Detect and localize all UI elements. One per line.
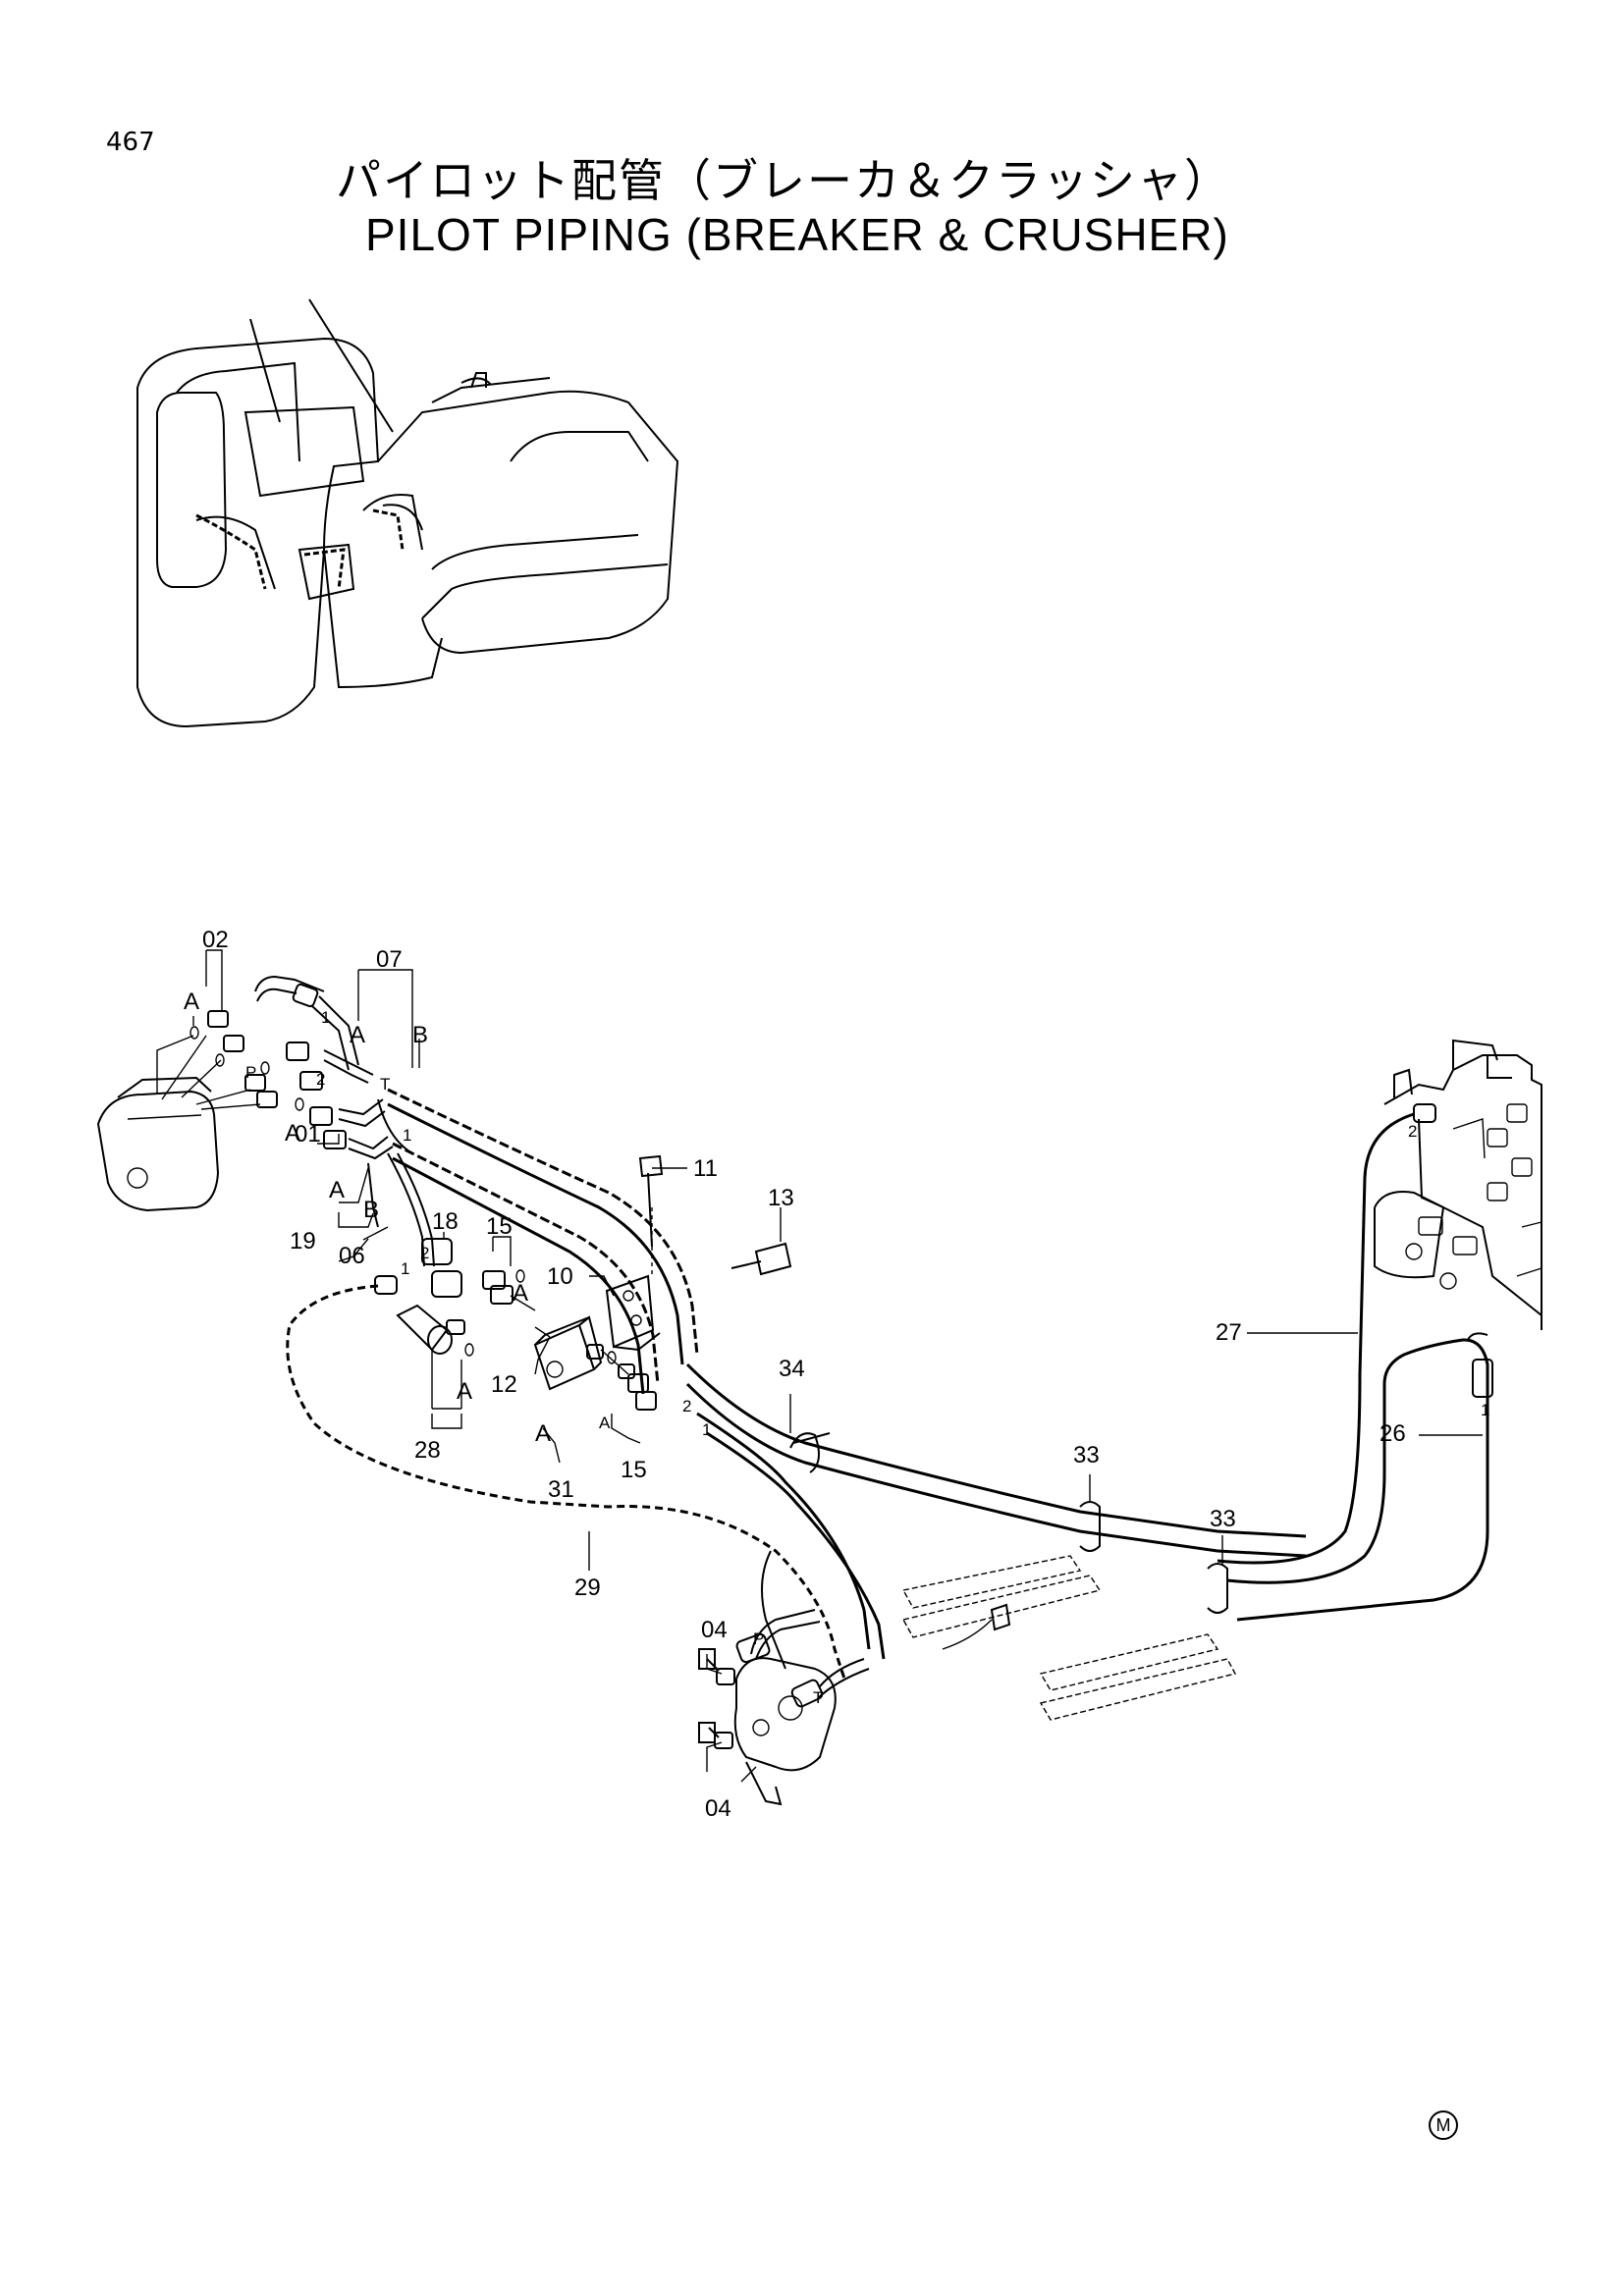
pilot-pipes: [254, 975, 394, 1160]
port-letter-a: A: [599, 1414, 611, 1432]
callout-10: 10: [547, 1263, 573, 1290]
pilot-valve: [96, 1035, 261, 1212]
maker-mark: M: [1429, 2110, 1458, 2140]
callout-19: 19: [290, 1228, 316, 1255]
callout-15-upper: 15: [486, 1213, 513, 1240]
boom-rails: [901, 1555, 1237, 1721]
callout-07: 07: [376, 946, 403, 973]
callout-04-lower: 04: [705, 1795, 731, 1822]
bolt: [730, 1207, 792, 1276]
callout-33-right: 33: [1210, 1506, 1236, 1532]
callout-34: 34: [779, 1356, 805, 1382]
callout-15-lower: 15: [621, 1457, 647, 1483]
hose-end-number: 1: [321, 1008, 330, 1027]
port-letter-a: A: [457, 1378, 472, 1405]
hose-end-number: 2: [1408, 1122, 1417, 1141]
hose-end-number: 1: [403, 1126, 411, 1145]
callout-29: 29: [574, 1575, 601, 1601]
callout-06: 06: [339, 1243, 365, 1269]
leader-lines: [156, 949, 1483, 1772]
callout-01: 01: [295, 1121, 321, 1148]
pressure-switch: [396, 1304, 474, 1410]
port-letter-b: B: [363, 1197, 379, 1223]
port-letter-p: P: [753, 1629, 764, 1648]
port-letter-t: T: [813, 1688, 823, 1707]
port-letter-a: A: [513, 1280, 528, 1307]
pedal-valve: [698, 1609, 870, 1806]
callout-18: 18: [432, 1208, 459, 1235]
port-letter-a: A: [285, 1120, 300, 1147]
pilot-valve-fittings: [189, 1010, 347, 1149]
lower-pilot-pipes: [367, 1152, 462, 1298]
hose-end-number: 1: [1481, 1401, 1489, 1419]
port-letter-a: A: [184, 988, 199, 1015]
callout-33-left: 33: [1073, 1442, 1100, 1468]
shuttle-block: [482, 1269, 657, 1411]
callout-26: 26: [1380, 1420, 1406, 1447]
pilot-hose-29: [286, 1275, 846, 1680]
port-letter-a: A: [329, 1177, 345, 1203]
port-letter-a: A: [350, 1022, 365, 1048]
excavator-overview: [136, 298, 679, 728]
callout-28: 28: [414, 1437, 441, 1464]
callout-31: 31: [548, 1476, 574, 1503]
page-number: 467: [106, 128, 155, 157]
callout-11: 11: [693, 1155, 718, 1182]
port-letter-b: B: [412, 1022, 428, 1048]
port-letter-a: A: [535, 1420, 551, 1447]
page-title-english: PILOT PIPING (BREAKER & CRUSHER): [365, 209, 1229, 260]
callout-04-upper: 04: [701, 1617, 728, 1643]
callout-12: 12: [491, 1371, 517, 1398]
control-valve-hoses: [1217, 1103, 1493, 1622]
page-title-japanese: パイロット配管（ブレーカ＆クラッシャ）: [336, 154, 1231, 207]
control-valve: [1374, 1039, 1542, 1330]
main-hose-bundle: [685, 1362, 1307, 1660]
hose-bracket: [605, 1154, 687, 1352]
hose-end-number: 2: [420, 1244, 429, 1262]
callout-13: 13: [768, 1185, 794, 1211]
hose-end-number: 1: [702, 1420, 711, 1439]
hose-end-number: 1: [401, 1259, 409, 1278]
callout-27: 27: [1216, 1319, 1242, 1346]
hose-end-number: 2: [682, 1397, 691, 1415]
callout-02: 02: [202, 927, 229, 953]
port-letter-p: P: [245, 1063, 256, 1082]
port-letter-t: T: [380, 1075, 390, 1094]
protected-hose-bundle: [377, 1088, 699, 1395]
hose-end-number: 2: [316, 1070, 325, 1089]
